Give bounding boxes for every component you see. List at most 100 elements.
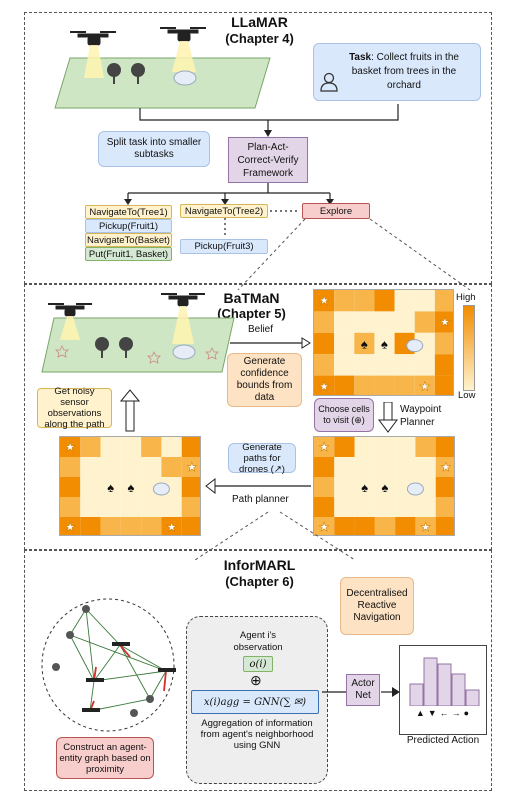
actor-to-action-arrow xyxy=(381,687,400,697)
heat-cell xyxy=(80,457,101,477)
tree-icon: ♠ xyxy=(107,480,114,495)
orchard-scene xyxy=(54,27,271,109)
heat-cell xyxy=(334,457,355,477)
waypoint-planner-label: Waypoint Planner xyxy=(400,404,442,428)
heat-cell xyxy=(354,332,375,355)
path-heatmap: ★★★★♠♠ xyxy=(59,436,201,536)
heat-cell xyxy=(374,311,395,333)
task-label: Task xyxy=(349,52,372,63)
subtask-navigate-basket: NavigateTo(Basket) xyxy=(85,233,172,247)
drone-icon xyxy=(82,642,176,712)
heat-legend-bar xyxy=(463,305,475,391)
user-icon xyxy=(320,72,338,92)
heat-cell xyxy=(141,517,162,535)
heat-cell xyxy=(314,437,335,457)
heat-cell xyxy=(435,497,454,517)
heat-cell xyxy=(314,477,335,497)
llamar-chapter: (Chapter 4) xyxy=(225,31,294,46)
heat-cell xyxy=(434,354,453,376)
heat-cell xyxy=(80,477,101,497)
heat-cell xyxy=(374,497,396,517)
llamar-title: LLaMAR xyxy=(231,14,288,30)
heat-cell xyxy=(434,290,453,312)
noisy-sensor-box: Get noisy sensor observations along the … xyxy=(37,386,112,430)
heat-cell xyxy=(415,497,436,517)
basket-icon xyxy=(152,482,170,496)
heat-cell xyxy=(181,437,200,457)
heat-cell xyxy=(354,497,375,517)
heat-cell xyxy=(120,437,142,457)
batman-section xyxy=(24,284,492,550)
heat-cell xyxy=(435,517,454,535)
star-icon: ★ xyxy=(419,379,430,393)
heat-cell xyxy=(395,497,416,517)
graph-caption-box: Construct an agent-entity graph based on… xyxy=(56,737,154,779)
star-icon: ★ xyxy=(319,379,330,393)
heat-cell xyxy=(434,332,453,355)
heat-cell xyxy=(141,457,162,477)
heat-cell xyxy=(374,457,396,477)
heat-cell xyxy=(354,437,375,457)
heat-cell xyxy=(354,477,375,497)
belief-arrow xyxy=(230,337,311,349)
informarl-section xyxy=(24,550,492,791)
star-icon: ★ xyxy=(319,520,330,534)
star-icon: ★ xyxy=(440,315,451,329)
decentralised-box: Decentralised Reactive Navigation xyxy=(340,577,414,635)
heat-cell xyxy=(161,517,182,535)
aggregation-text: Aggregation of information from agent's … xyxy=(200,718,314,751)
heat-cell xyxy=(181,497,200,517)
heat-cell xyxy=(60,497,81,517)
star-icon: ★ xyxy=(65,520,76,534)
tree-icon: ♠ xyxy=(128,480,135,495)
split-task-box: Split task into smaller subtasks xyxy=(98,131,210,167)
batman-title: BaTMaN xyxy=(223,290,280,306)
heat-cell xyxy=(374,437,396,457)
heat-cell xyxy=(374,332,395,355)
heat-cell xyxy=(100,497,121,517)
down-arrow xyxy=(378,402,398,433)
heat-cell xyxy=(334,290,355,312)
choose-cells-box: Choose cells to visit (⊕) xyxy=(314,398,374,432)
heat-cell xyxy=(100,457,121,477)
heat-cell xyxy=(60,437,81,457)
heat-cell xyxy=(434,375,453,395)
heat-cell xyxy=(395,437,416,457)
drone-icon xyxy=(70,31,116,46)
heat-cell xyxy=(354,354,375,376)
subtask-pickup-fruit1: Pickup(Fruit1) xyxy=(85,219,172,233)
legend-low: Low xyxy=(458,390,476,401)
heat-cell xyxy=(395,457,416,477)
llamar-connectors xyxy=(124,104,471,290)
star-icon: ★ xyxy=(319,294,330,308)
explore-box: Explore xyxy=(302,203,370,219)
heat-cell xyxy=(435,477,454,497)
tree-icon: ♠ xyxy=(381,337,388,352)
gnn-formula-box: x(i)agg = GNN(∑ ✉) xyxy=(191,690,319,714)
heat-cell xyxy=(181,457,200,477)
heat-cell xyxy=(314,354,335,376)
heat-cell xyxy=(334,332,355,355)
heat-cell xyxy=(394,311,415,333)
confidence-bounds-box: Generate confidence bounds from data xyxy=(227,353,302,407)
heat-cell xyxy=(414,375,435,395)
heat-cell xyxy=(141,497,162,517)
heat-cell xyxy=(414,311,435,333)
path-planner-label: Path planner xyxy=(232,494,289,505)
heat-cell xyxy=(394,375,415,395)
heat-cell xyxy=(314,497,335,517)
heat-cell xyxy=(354,457,375,477)
heat-cell xyxy=(100,437,121,457)
heat-cell xyxy=(161,457,182,477)
heat-cell xyxy=(120,457,142,477)
heat-cell xyxy=(334,437,355,457)
heat-cell xyxy=(334,477,355,497)
belief-heatmap: ★★★★♠♠ xyxy=(313,289,454,396)
framework-box: Plan-Act-Correct-Verify Framework xyxy=(228,137,308,183)
heat-cell xyxy=(334,311,355,333)
heat-cell xyxy=(395,517,416,535)
heat-cell xyxy=(435,437,454,457)
agent-obs-label: Agent i's observation xyxy=(233,630,283,653)
batman-chapter: (Chapter 5) xyxy=(217,306,286,321)
predicted-action-label: Predicted Action xyxy=(406,735,480,746)
